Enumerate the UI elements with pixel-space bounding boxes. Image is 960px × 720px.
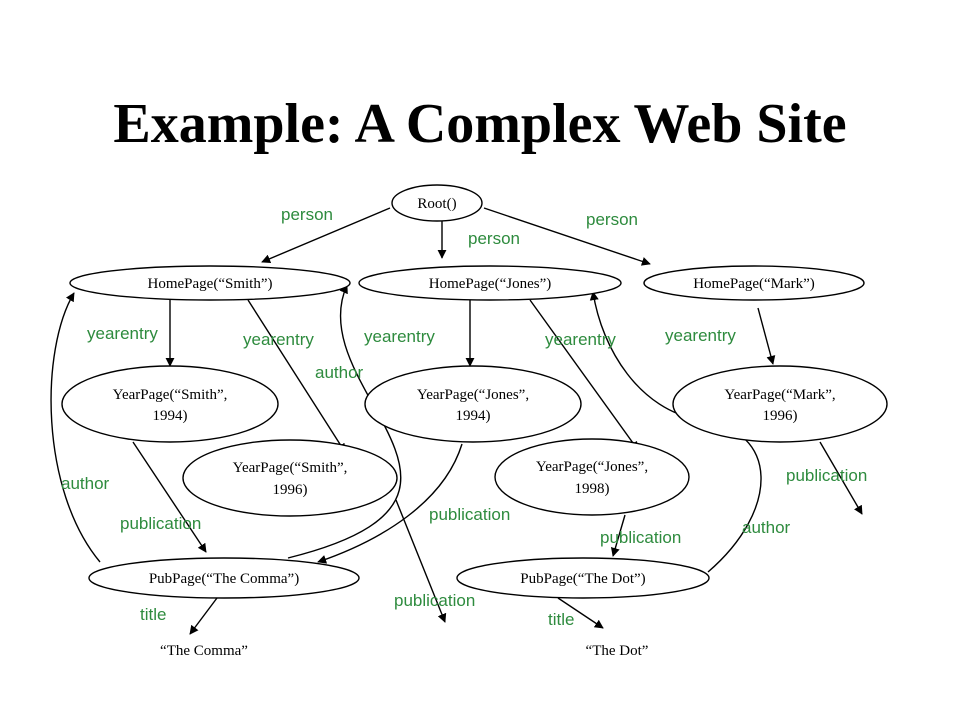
node-yearpage-smith-1996-line1: YearPage(“Smith”, [233, 460, 348, 476]
label-title-comma: title [140, 605, 166, 624]
edge-root-mark [483, 207, 651, 266]
node-yearpage-jones-1998 [494, 438, 690, 516]
node-yearpage-mark-1996-line2: 1996) [763, 408, 798, 424]
node-yearpage-jones-1998-line2: 1998) [575, 481, 610, 497]
node-yearpage-smith-1994 [61, 365, 279, 443]
node-yearpage-jones-1994-line2: 1994) [456, 408, 491, 424]
edge-comma-author-jones [287, 284, 402, 559]
edge-comma-author-smith [50, 292, 101, 563]
node-yearpage-smith-1994-line1: YearPage(“Smith”, [113, 387, 228, 403]
label-author-mid: author [315, 363, 364, 382]
node-pubpage-dot [456, 557, 710, 599]
node-yearpage-jones-1998-line1: YearPage(“Jones”, [536, 459, 648, 475]
label-title-dot: title [548, 610, 574, 629]
node-yearpage-jones-1994-line1: YearPage(“Jones”, [417, 387, 529, 403]
edge-mark-yp96 [757, 307, 776, 365]
label-yearentry-mark: yearentry [665, 326, 736, 345]
node-yearpage-smith-1996 [182, 439, 398, 517]
label-author-right: author [742, 518, 791, 537]
edge-yp-jones98-dot [610, 514, 626, 557]
label-yearentry-smith-1: yearentry [87, 324, 158, 343]
label-person-mid: person [468, 229, 520, 248]
leaf-the-comma: “The Comma” [160, 643, 248, 659]
node-homepage-jones [358, 265, 622, 301]
leaf-the-dot: “The Dot” [586, 643, 649, 659]
node-root [391, 184, 483, 222]
node-homepage-smith [69, 265, 351, 301]
node-pubpage-comma-label: PubPage(“The Comma”) [149, 571, 299, 587]
edge-yp-mark96-pub [819, 441, 863, 515]
label-publication-3: publication [600, 528, 681, 547]
node-homepage-mark [643, 265, 865, 301]
label-person-left: person [281, 205, 333, 224]
node-yearpage-jones-1994 [364, 365, 582, 443]
node-yearpage-smith-1996-line2: 1996) [273, 482, 308, 498]
node-homepage-smith-label: HomePage(“Smith”) [148, 276, 273, 292]
node-homepage-jones-label: HomePage(“Jones”) [429, 276, 551, 292]
node-yearpage-mark-1996-line1: YearPage(“Mark”, [724, 387, 835, 403]
edge-yp-jones94-comma [317, 443, 463, 564]
label-publication-2: publication [429, 505, 510, 524]
label-person-right: person [586, 210, 638, 229]
label-yearentry-smith-2: yearentry [243, 330, 314, 349]
node-pubpage-comma [88, 557, 360, 599]
edge-comma-title [189, 597, 218, 635]
node-homepage-mark-label: HomePage(“Mark”) [693, 276, 815, 292]
edge-yp-smith96-pub [395, 499, 447, 623]
edge-dot-title [557, 597, 604, 629]
edge-jones-yp98 [529, 299, 639, 451]
edge-root-smith [261, 207, 391, 263]
label-yearentry-jones-1: yearentry [364, 327, 435, 346]
edge-smith-yp96 [247, 299, 346, 453]
node-yearpage-mark-1996 [672, 365, 888, 443]
label-yearentry-jones-2: yearentry [545, 330, 616, 349]
label-publication-5: publication [394, 591, 475, 610]
node-yearpage-smith-1994-line2: 1994) [153, 408, 188, 424]
label-author-left: author [61, 474, 110, 493]
slide-title: Example: A Complex Web Site [113, 93, 847, 155]
edge-yp-smith94-comma [132, 441, 207, 553]
label-publication-1: publication [120, 514, 201, 533]
node-pubpage-dot-label: PubPage(“The Dot”) [520, 571, 645, 587]
label-publication-4: publication [786, 466, 867, 485]
edges [50, 207, 863, 635]
node-root-label: Root() [417, 196, 456, 212]
